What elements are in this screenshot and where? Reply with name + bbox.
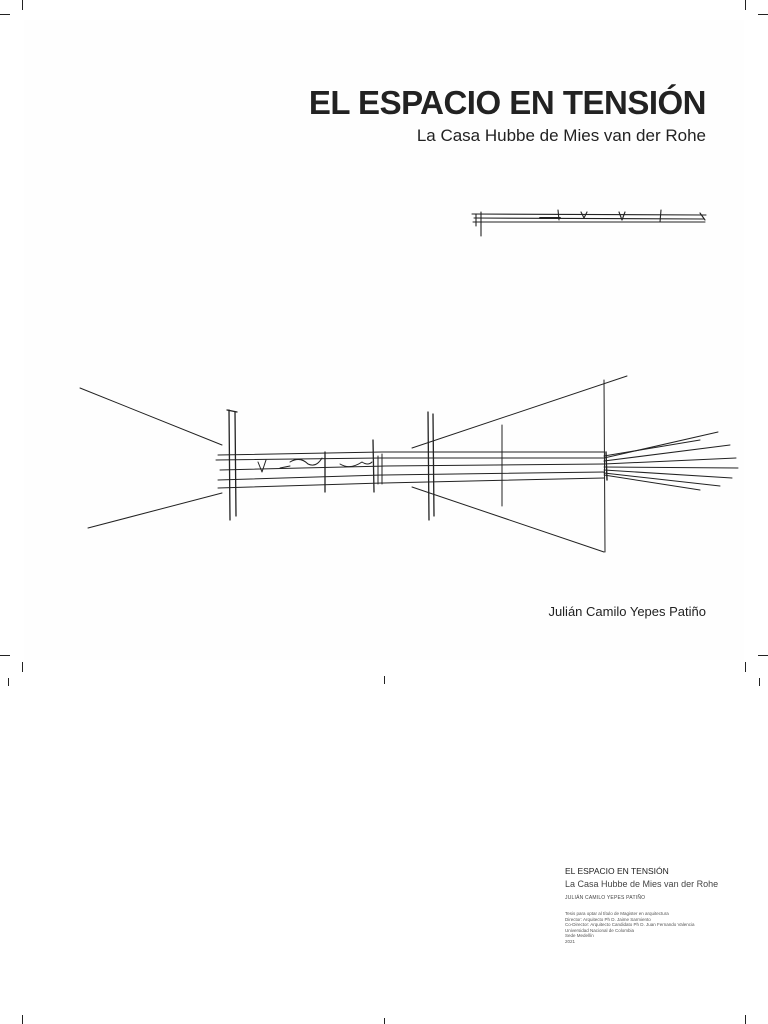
colophon-line: Tesis para optar al título de Magister e…: [565, 911, 669, 916]
crop-mark: [8, 678, 9, 686]
crop-mark: [745, 1015, 746, 1024]
colophon-line: Director: Arquitecto Ph D. Jaime Sarmien…: [565, 916, 651, 922]
colophon-author: JULIÁN CAMILO YEPES PATIÑO: [565, 895, 646, 901]
posts: [226, 409, 435, 521]
crop-mark: [745, 0, 746, 10]
crop-mark: [22, 1015, 23, 1024]
crop-mark: [759, 678, 760, 686]
crop-mark: [758, 14, 768, 15]
interior-scribbles: [257, 457, 373, 473]
colophon: EL ESPACIO EN TENSIÓN La Casa Hubbe de M…: [565, 866, 745, 944]
crop-mark: [384, 676, 385, 684]
perspective-lines: [79, 375, 628, 553]
colophon-line: Co-Director: Arquitecto Candidato Ph D. …: [565, 922, 695, 927]
cover-panel: [24, 20, 744, 660]
crop-mark: [0, 655, 10, 656]
colophon-details: Tesis para optar al título de Magister e…: [565, 911, 745, 944]
crop-mark: [758, 655, 768, 656]
colophon-line: Sede Medellín: [565, 933, 594, 938]
crop-mark: [0, 14, 10, 15]
cover-title: EL ESPACIO EN TENSIÓN: [308, 84, 707, 121]
cover-author: Julián Camilo Yepes Patiño: [548, 604, 706, 619]
colophon-subtitle: La Casa Hubbe de Mies van der Rohe: [565, 879, 719, 889]
colophon-line: Universidad Nacional de Colombia: [565, 927, 635, 933]
crop-mark: [22, 0, 23, 10]
vanishing-rays: [603, 431, 739, 491]
crop-mark: [384, 1018, 385, 1024]
colophon-title: EL ESPACIO EN TENSIÓN: [565, 866, 669, 876]
cover-subtitle: La Casa Hubbe de Mies van der Rohe: [416, 126, 706, 145]
colophon-line: 2021: [565, 938, 576, 944]
plan-bands: [215, 451, 605, 489]
crop-mark: [22, 662, 23, 672]
crop-mark: [745, 662, 746, 672]
elevation-sketch: [471, 209, 707, 237]
